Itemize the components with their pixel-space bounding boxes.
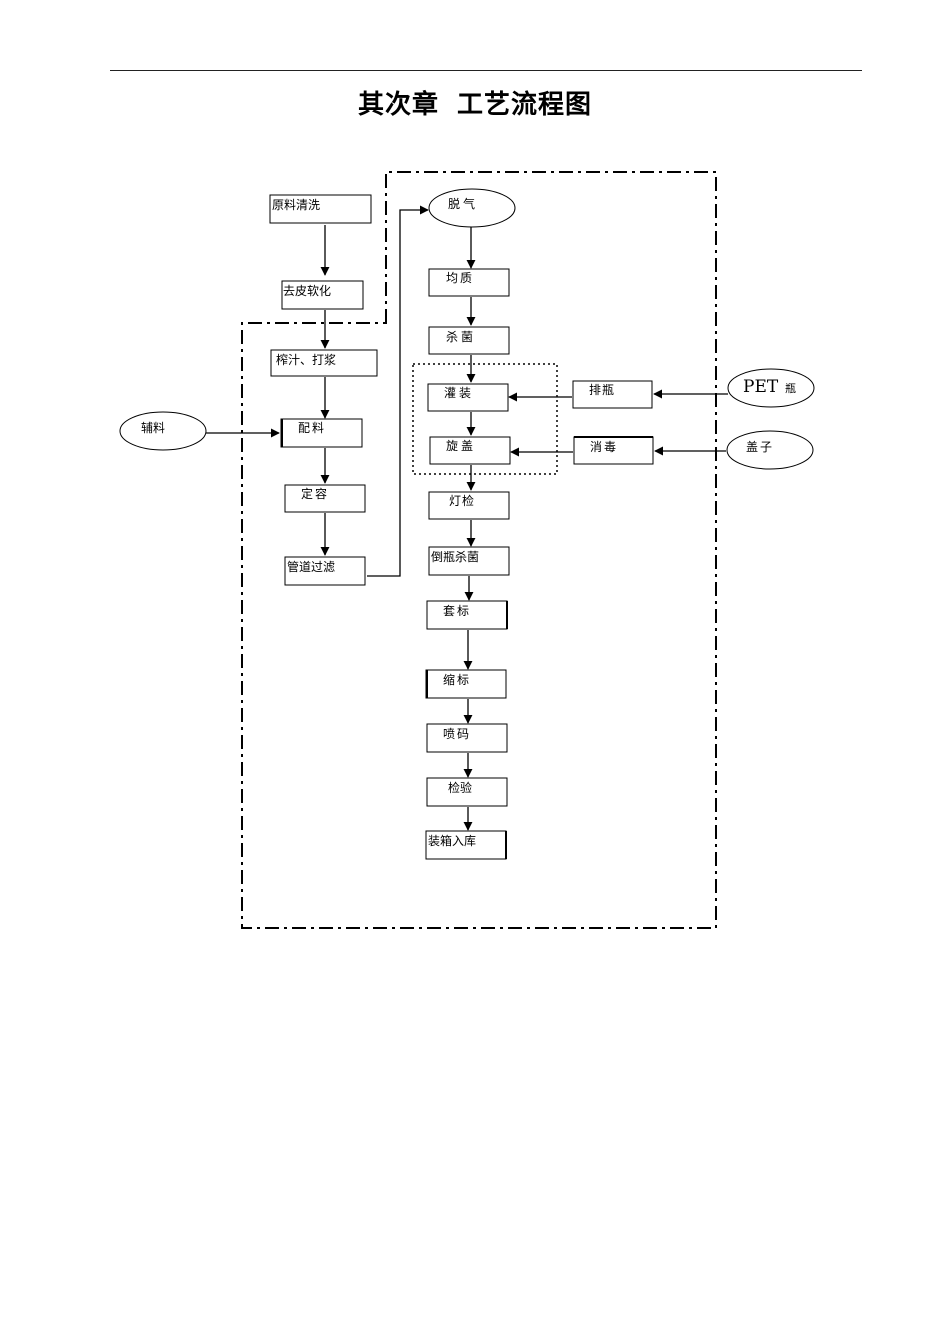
step-sleeve-label: 套标: [443, 604, 471, 618]
step-disinfect: 消毒: [573, 436, 654, 465]
step-pack-label: 装箱入库: [428, 833, 476, 848]
sterile-zone-boundary: [241, 171, 717, 929]
step-print-label: 喷码: [443, 727, 471, 741]
page-title-chapter: 其次章: [357, 90, 439, 120]
step-volume: 定容: [284, 484, 366, 513]
step-wash-label: 原料清洗: [272, 198, 320, 212]
step-print: 喷码: [426, 723, 508, 753]
step-homogenize: 均质: [428, 268, 510, 297]
input-aux-label: 辅料: [141, 421, 165, 435]
step-filter-label: 管道过滤: [287, 559, 335, 574]
step-fill: 灌装: [427, 383, 509, 412]
step-filter: 管道过滤: [284, 556, 366, 586]
input-pet: PET 瓶: [727, 368, 815, 408]
step-inspect-label: 检验: [448, 780, 472, 795]
input-pet-sub-label: 瓶: [785, 381, 796, 395]
step-volume-label: 定容: [301, 486, 329, 501]
connectors: [206, 205, 728, 831]
step-shrink-label: 缩标: [443, 672, 471, 687]
step-fill-label: 灌装: [444, 386, 474, 400]
step-pack: 装箱入库: [425, 830, 507, 860]
step-cap-label: 旋盖: [446, 439, 476, 453]
step-peel: 去皮软化: [281, 280, 364, 310]
step-arrange-label: 排瓶: [589, 383, 615, 397]
input-caps-label: 盖子: [746, 440, 774, 454]
step-cap: 旋盖: [429, 436, 511, 465]
step-peel-label: 去皮软化: [283, 284, 331, 298]
step-sterilize-label: 杀菌: [446, 329, 476, 344]
step-invert-label: 倒瓶杀菌: [431, 549, 479, 564]
step-homogenize-label: 均质: [446, 271, 474, 285]
input-aux: 辅料: [119, 411, 207, 451]
step-juice: 榨汁、打浆: [270, 349, 378, 377]
page-title: 其次章工艺流程图: [0, 84, 950, 121]
step-shrink: 缩标: [425, 669, 507, 699]
filling-capping-group: [412, 363, 558, 475]
step-degas-label: 脱气: [448, 196, 478, 211]
step-invert: 倒瓶杀菌: [428, 546, 510, 576]
step-juice-label: 榨汁、打浆: [276, 352, 336, 367]
step-sterilize: 杀菌: [428, 326, 510, 355]
step-degas: 脱气: [428, 188, 516, 228]
input-caps: 盖子: [726, 430, 814, 470]
step-lightcheck: 灯检: [428, 491, 510, 520]
step-arrange: 排瓶: [572, 380, 653, 409]
arrow-filter-degas: [367, 205, 429, 577]
input-pet-label: PET: [743, 377, 779, 397]
step-mix: 配料: [280, 418, 363, 448]
top-rule: [110, 70, 862, 71]
page-title-name: 工艺流程图: [457, 90, 593, 120]
step-disinfect-label: 消毒: [590, 440, 618, 454]
step-mix-label: 配料: [298, 421, 326, 435]
step-lightcheck-label: 灯检: [449, 493, 475, 508]
step-inspect: 检验: [426, 777, 508, 807]
step-sleeve: 套标: [426, 600, 508, 630]
step-wash: 原料清洗: [269, 194, 372, 224]
